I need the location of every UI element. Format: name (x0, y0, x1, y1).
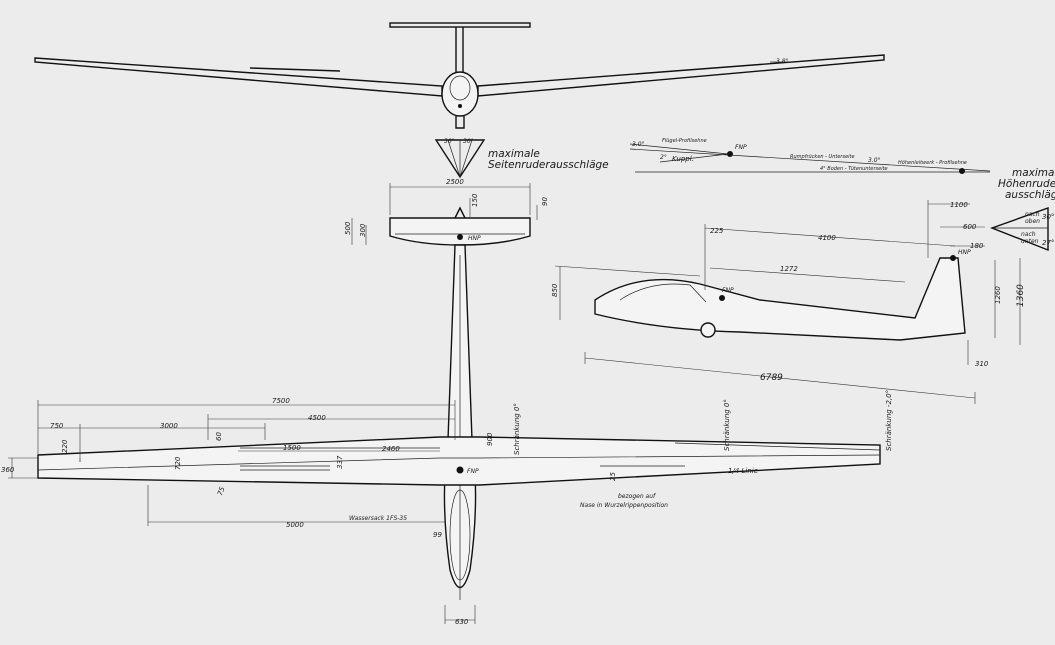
front-airbrake (249, 67, 341, 72)
svg-text:2°: 2° (660, 154, 667, 161)
plan-airbrake (240, 465, 330, 471)
svg-text:Schränkung -2,0°: Schränkung -2,0° (885, 390, 893, 451)
svg-text:180: 180 (970, 242, 984, 250)
front-view: 3,8° (34, 22, 885, 129)
rudder-note-line2: Seitenruderausschläge (488, 159, 609, 171)
plan-canopy (449, 489, 471, 581)
svg-text:75: 75 (216, 485, 227, 497)
rudder-deflection-note: 30° 30° maximale Seitenruderausschläge (434, 138, 609, 179)
svg-text:unten: unten (1021, 238, 1039, 245)
side-view: FNP HNP 1100 600 180 225 4100 1272 850 1… (551, 200, 1026, 404)
svg-text:nach: nach (1025, 211, 1040, 218)
svg-text:FNP: FNP (722, 287, 734, 294)
svg-text:3.0°: 3.0° (868, 157, 881, 164)
svg-text:Schränkung 0°: Schränkung 0° (723, 399, 731, 451)
svg-text:99: 99 (433, 531, 442, 539)
svg-text:Höhenruder-: Höhenruder- (998, 178, 1055, 190)
svg-text:1360: 1360 (1016, 284, 1026, 307)
rudder-angle-right: 30° (463, 138, 474, 145)
svg-text:60: 60 (215, 432, 223, 441)
svg-text:5000: 5000 (286, 521, 304, 529)
svg-text:FNP: FNP (467, 468, 479, 475)
svg-text:ausschläge: ausschläge (1005, 189, 1055, 201)
svg-text:720: 720 (174, 456, 182, 470)
front-tailplane (389, 22, 531, 28)
svg-text:310: 310 (975, 360, 989, 368)
svg-text:300: 300 (359, 223, 367, 237)
rudder-angle-left: 30° (444, 138, 455, 145)
svg-text:FNP: FNP (735, 144, 747, 151)
svg-text:1500: 1500 (283, 444, 301, 452)
side-wheel (700, 322, 716, 338)
svg-text:Nase in Wurzelrippenposition: Nase in Wurzelrippenposition (580, 502, 668, 509)
svg-text:360: 360 (1, 466, 15, 474)
svg-text:1272: 1272 (780, 265, 798, 273)
incidence-angles-diagram: 3.0° Flügel-Profilsehne FNP 2° Kuppl. Ru… (629, 138, 991, 174)
rudder-note-line1: maximale (488, 148, 540, 160)
svg-text:30°: 30° (1042, 213, 1054, 221)
svg-text:bezogen auf: bezogen auf (618, 493, 656, 500)
svg-text:220: 220 (61, 439, 69, 453)
svg-text:2460: 2460 (382, 445, 400, 453)
svg-text:25: 25 (609, 472, 617, 481)
plan-view: FNP 7500 4500 750 3000 1500 2460 360 900… (1, 244, 893, 626)
svg-text:6789: 6789 (760, 373, 783, 383)
tailplane-outline (389, 217, 531, 246)
svg-text:HNP: HNP (958, 249, 971, 256)
svg-text:2500: 2500 (446, 178, 464, 186)
svg-text:Höhenleitwerk - Profilsehne: Höhenleitwerk - Profilsehne (898, 160, 967, 166)
side-canopy (619, 283, 707, 303)
svg-text:Kuppl.: Kuppl. (672, 155, 694, 163)
front-wing-left (34, 57, 443, 97)
front-wing-right (477, 54, 885, 97)
svg-text:225: 225 (710, 227, 724, 235)
svg-text:HNP: HNP (468, 235, 481, 242)
svg-text:1260: 1260 (994, 286, 1002, 304)
svg-text:7500: 7500 (272, 397, 290, 405)
svg-text:750: 750 (50, 422, 64, 430)
side-fuselage (594, 257, 966, 341)
svg-text:Rumpfrücken - Unterseite: Rumpfrücken - Unterseite (790, 154, 855, 160)
svg-text:4° Boden - Tütenunterseite: 4° Boden - Tütenunterseite (820, 166, 888, 172)
front-fin (455, 27, 464, 78)
svg-text:1100: 1100 (950, 201, 968, 209)
dihedral-label: 3,8° (776, 58, 789, 65)
front-fuselage (441, 71, 479, 117)
svg-text:500: 500 (344, 221, 352, 235)
svg-text:oben: oben (1025, 218, 1040, 225)
svg-text:150: 150 (471, 193, 479, 207)
svg-text:90: 90 (541, 197, 549, 206)
tailplane-plan: 2500 HNP 500 300 150 90 (344, 178, 549, 246)
svg-text:nach: nach (1021, 231, 1036, 238)
svg-text:4500: 4500 (308, 414, 326, 422)
plan-wing (37, 436, 881, 486)
elevator-deflection-note: maximale Höhenruder- ausschläge nach obe… (990, 167, 1055, 252)
svg-text:4100: 4100 (818, 234, 836, 242)
svg-text:337: 337 (336, 455, 344, 469)
svg-text:900: 900 (486, 432, 494, 446)
svg-text:27°: 27° (1042, 239, 1054, 247)
svg-text:3.0°: 3.0° (632, 141, 645, 148)
svg-text:630: 630 (455, 618, 469, 626)
svg-text:1/4 Linie: 1/4 Linie (728, 467, 758, 475)
svg-text:600: 600 (963, 223, 977, 231)
svg-text:3000: 3000 (160, 422, 178, 430)
svg-text:Wassersack 1FS-35: Wassersack 1FS-35 (349, 515, 407, 522)
svg-text:850: 850 (551, 283, 559, 297)
svg-text:maximale: maximale (1012, 167, 1055, 179)
svg-text:Schränkung 0°: Schränkung 0° (513, 403, 521, 455)
svg-text:Flügel-Profilsehne: Flügel-Profilsehne (662, 138, 707, 144)
